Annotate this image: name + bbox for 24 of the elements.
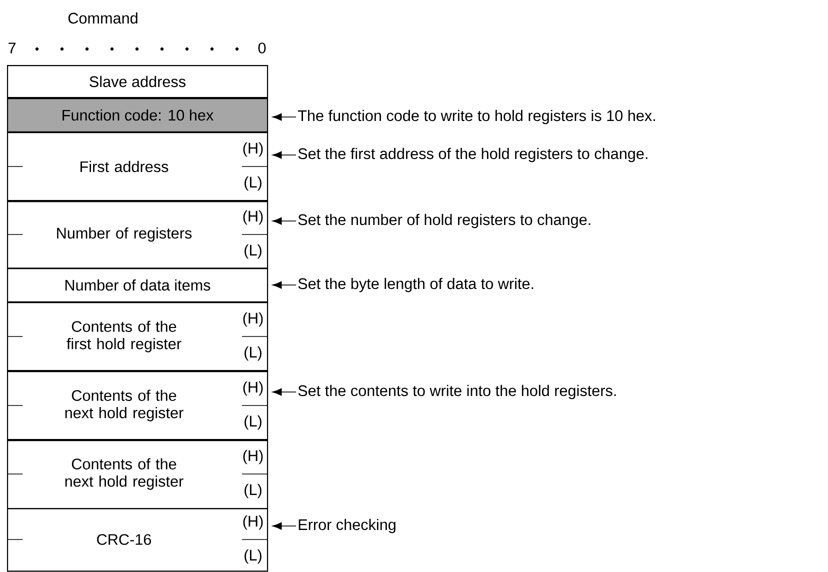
annotation-text: Set the byte length of data to write.: [298, 278, 534, 292]
arrow: [272, 522, 296, 530]
title: Command: [68, 12, 138, 24]
bit-number: 0: [258, 42, 266, 54]
arrow: [272, 151, 296, 159]
field-row: Number of data items: [7, 268, 268, 302]
field-row: Slave address: [7, 65, 268, 98]
field-row: Number of registers (H) (L): [6, 201, 268, 269]
field-row: CRC-16 (H) (L): [6, 508, 268, 572]
annotation-text: Error checking: [298, 518, 396, 534]
annotation-text: Set the first address of the hold registers to change.: [298, 148, 648, 162]
annotation-text: The function code to write to hold registers is 10 hex.: [298, 110, 655, 124]
arrow: [272, 113, 296, 121]
field-row: Function code: 10 hex: [7, 98, 268, 132]
arrow: [272, 388, 296, 396]
field-row: Contents of the next hold register (H) (L): [6, 371, 268, 440]
arrow: [272, 217, 296, 225]
field-row: Contents of the first hold register (H) (L): [6, 302, 268, 372]
arrow: [272, 281, 296, 289]
bit-number: 7: [8, 42, 16, 54]
field-row: First address (H) (L): [6, 132, 268, 202]
annotation-text: Set the contents to write into the hold registers.: [298, 384, 616, 400]
field-row: Contents of the next hold register (H) (L): [6, 440, 268, 510]
annotation-text: Set the number of hold registers to change.: [298, 214, 590, 228]
